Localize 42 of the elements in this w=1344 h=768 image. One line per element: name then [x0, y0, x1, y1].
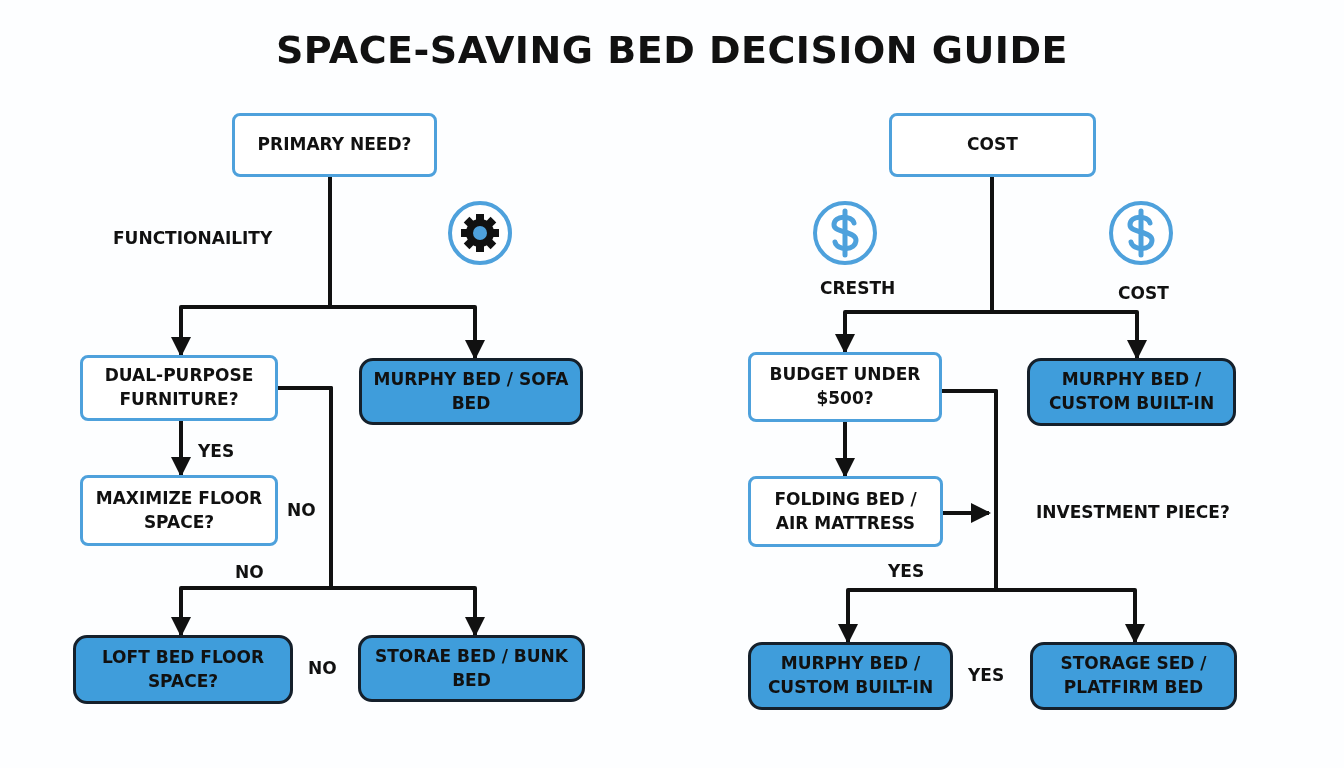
decision-box: [80, 475, 278, 546]
box-label: FOLDING BED / AIR MATTRESS: [773, 487, 918, 535]
box-label: DUAL-PURPOSE FURNITURE?: [103, 364, 255, 411]
arrow: [835, 422, 855, 478]
box-label: COST: [967, 133, 1018, 157]
box-label: BUDGET UNDER $500?: [768, 363, 922, 410]
arrow: [171, 421, 191, 477]
result-box: [748, 642, 953, 710]
decision-box: [80, 355, 278, 421]
box-label: MURPHY BED / CUSTOM BUILT-IN: [766, 652, 935, 699]
branch-label: YES: [198, 441, 235, 461]
arrow: [278, 386, 485, 637]
branch-label: YES: [888, 561, 925, 581]
decision-box: [889, 113, 1096, 177]
box-label: MURPHY BED / CUSTOM BUILT-IN: [1047, 368, 1216, 415]
decision-box: [232, 113, 437, 177]
result-box: [73, 635, 293, 704]
branch-label: YES: [968, 665, 1005, 685]
arrow: [328, 177, 485, 360]
title: SPACE-SAVING BED DECISION GUIDE: [276, 28, 1068, 72]
decision-box: [748, 352, 942, 422]
decision-box: [748, 476, 943, 547]
box-label: MAXIMIZE FLOOR SPACE?: [94, 486, 264, 534]
result-box: [1030, 642, 1237, 710]
branch-label: COST: [1118, 283, 1169, 303]
branch-label: FUNCTIONAILITY: [113, 228, 273, 248]
branch-label: NO: [235, 562, 264, 582]
arrow: [943, 503, 991, 523]
arrow: [990, 177, 1147, 360]
box-label: STORAGE SED / PLATFIRM BED: [1059, 652, 1208, 699]
box-label: MURPHY BED / SOFA BED: [372, 367, 570, 415]
box-label: STORAE BED / BUNK BED: [374, 644, 569, 692]
arrow: [942, 389, 1145, 644]
branch-label: CRESTH: [820, 278, 896, 298]
branch-label: INVESTMENT PIECE?: [1036, 502, 1230, 522]
box-label: PRIMARY NEED?: [257, 133, 412, 157]
box-label: LOFT BED FLOOR SPACE?: [100, 645, 266, 693]
result-box: [358, 635, 585, 702]
branch-label: NO: [287, 500, 316, 520]
branch-label: NO: [308, 658, 337, 678]
result-box: [359, 358, 583, 425]
result-box: [1027, 358, 1236, 426]
